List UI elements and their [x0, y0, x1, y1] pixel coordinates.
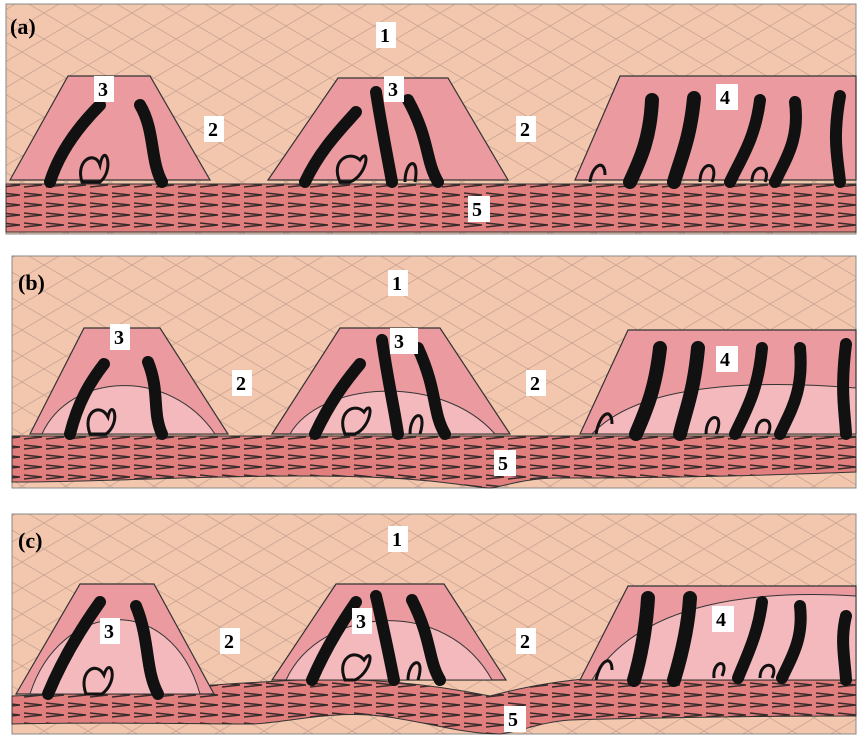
label-1: 1: [392, 529, 402, 551]
label-3: 3: [98, 79, 108, 101]
panel-b: (b) 1 3 3 4 2 2 5: [0, 252, 859, 492]
label-2: 2: [530, 373, 540, 395]
label-3: 3: [356, 611, 366, 633]
pillar-right: [580, 586, 856, 680]
label-1: 1: [380, 25, 390, 47]
label-4: 4: [720, 87, 730, 109]
label-3: 3: [114, 327, 124, 349]
panel-tag: (b): [18, 270, 45, 295]
panel-tag: (c): [18, 528, 42, 553]
label-4: 4: [720, 349, 730, 371]
pillar-right: [580, 330, 856, 434]
label-5: 5: [508, 709, 518, 731]
label-5: 5: [472, 199, 482, 221]
panel-c: (c) 1 3 3 4 2 2 5: [0, 510, 859, 738]
label-2: 2: [224, 631, 234, 653]
label-3: 3: [388, 79, 398, 101]
label-2: 2: [208, 119, 218, 141]
substrate-layer: [6, 184, 856, 232]
label-3: 3: [394, 331, 404, 353]
panel-tag: (a): [10, 14, 36, 39]
label-4: 4: [716, 609, 726, 631]
pillar-right: [575, 76, 856, 182]
label-2: 2: [520, 631, 530, 653]
panel-a: (a) 1 3 3 4 2 2 5: [0, 0, 859, 236]
label-2: 2: [236, 373, 246, 395]
label-3: 3: [104, 621, 114, 643]
label-1: 1: [392, 273, 402, 295]
label-2: 2: [520, 119, 530, 141]
label-5: 5: [498, 453, 508, 475]
